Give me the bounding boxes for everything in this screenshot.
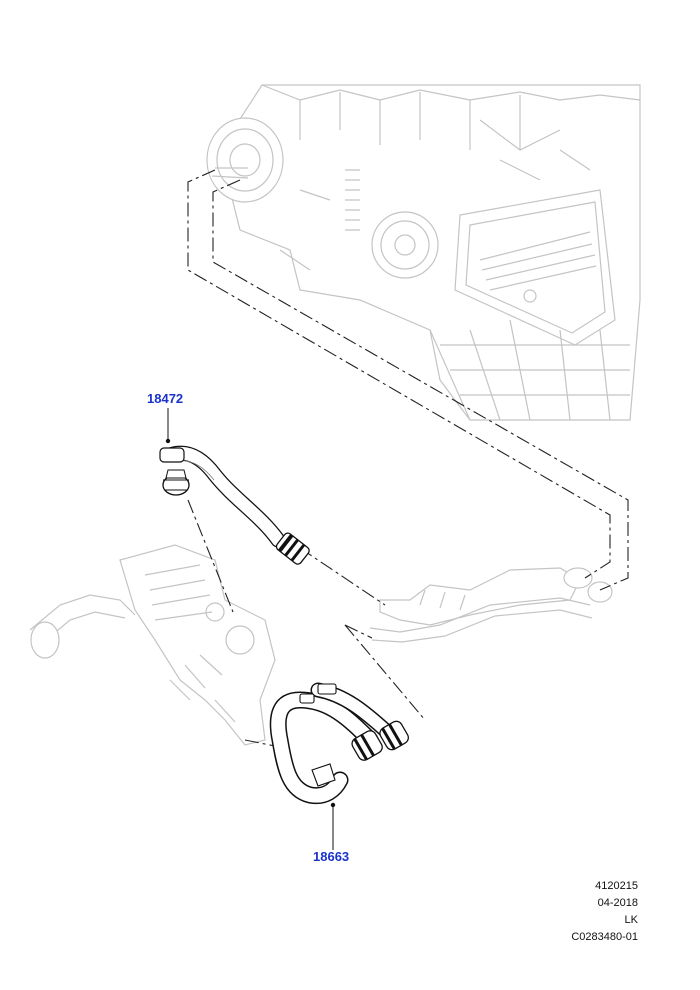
heater-pipes	[369, 567, 613, 643]
drawing-date: 04-2018	[597, 897, 638, 909]
upper-coolant-hose[interactable]	[159, 445, 311, 566]
leader-dot-18663	[330, 802, 336, 808]
drawing-info-block: 4120215 04-2018 LK C0283480-01	[498, 878, 638, 946]
routing-lines	[187, 169, 629, 747]
drawing-initials: LK	[624, 914, 638, 926]
drawing-code: C0283480-01	[571, 931, 638, 943]
leader-dot-18472	[165, 438, 171, 444]
engine-module	[29, 544, 276, 746]
drawing-number: 4120215	[595, 880, 638, 892]
hvac-housing	[206, 84, 641, 421]
callout-18663[interactable]: 18663	[313, 849, 350, 864]
callout-18472[interactable]: 18472	[147, 391, 184, 406]
lower-coolant-hose[interactable]	[269, 682, 410, 805]
callout-leaders	[165, 408, 336, 850]
